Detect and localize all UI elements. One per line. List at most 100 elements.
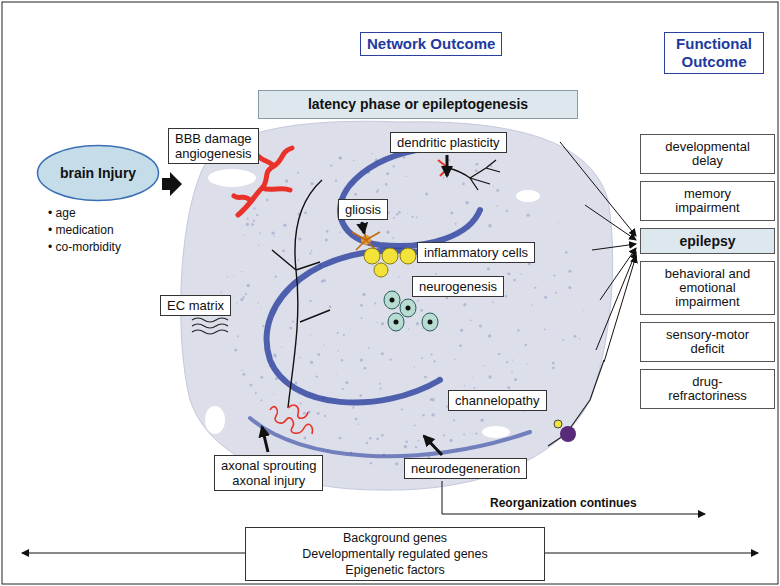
node-text: neurogenesis	[419, 279, 497, 294]
nissl-dot	[568, 270, 571, 273]
nissl-dot	[434, 360, 436, 362]
cortical-layer	[250, 418, 530, 456]
nissl-dot	[300, 403, 302, 405]
nissl-dot	[490, 165, 492, 167]
nissl-dot	[403, 156, 406, 159]
nissl-dot	[574, 335, 577, 338]
nissl-dot	[411, 216, 413, 218]
nissl-dot	[565, 251, 567, 253]
nissl-dot	[552, 362, 555, 365]
node-text: behavioral and emotional impairment	[655, 267, 761, 309]
nissl-dot	[398, 276, 400, 278]
nissl-dot	[298, 237, 301, 240]
nissl-dot	[488, 224, 491, 227]
ventricle	[208, 169, 256, 187]
nissl-dot	[336, 373, 337, 374]
nissl-dot	[311, 300, 312, 301]
process-label: neurodegeneration	[404, 458, 527, 479]
nissl-dot	[513, 279, 516, 282]
nissl-dot	[396, 213, 398, 215]
nissl-dot	[241, 271, 243, 273]
nissl-dot	[241, 370, 243, 372]
inflammatory-cells	[364, 248, 416, 277]
nissl-dot	[309, 252, 311, 254]
node-text: brain Injury	[60, 165, 136, 181]
nissl-dot	[568, 286, 571, 289]
nissl-dot	[316, 375, 318, 377]
nissl-dot	[414, 366, 415, 367]
nissl-dot	[247, 218, 249, 220]
nissl-dot	[335, 179, 337, 181]
nissl-dot	[405, 440, 408, 443]
nissl-texture	[220, 153, 584, 466]
nissl-dot	[304, 437, 307, 440]
nissl-dot	[579, 338, 581, 340]
nissl-dot	[431, 354, 433, 356]
process-label: axonal sproutingaxonal injury	[214, 455, 323, 491]
node-text: memory impairment	[655, 187, 761, 215]
nissl-dot	[425, 193, 428, 196]
nissl-dot	[358, 229, 359, 230]
nissl-dot	[463, 434, 465, 436]
factor-bullet: • age	[48, 206, 76, 220]
nissl-dot	[249, 384, 252, 387]
nissl-dot	[260, 376, 263, 379]
nissl-dot	[462, 183, 465, 186]
nissl-dot	[395, 462, 398, 465]
axon	[272, 180, 330, 408]
nissl-dot	[583, 310, 584, 311]
nissl-dot	[398, 211, 401, 214]
nissl-dot	[453, 419, 455, 421]
nissl-dot	[352, 407, 354, 409]
node-text: neurodegeneration	[411, 461, 520, 476]
nissl-dot	[309, 300, 311, 302]
nissl-dot	[329, 305, 332, 308]
nissl-dot	[401, 408, 403, 410]
nissl-dot	[337, 332, 339, 334]
nissl-dot	[311, 250, 313, 252]
nissl-dot	[340, 158, 342, 160]
nissl-dot	[432, 413, 435, 416]
nissl-dot	[281, 346, 282, 347]
process-label: channelopathy	[448, 390, 547, 411]
section-heading: Network Outcome	[360, 32, 502, 56]
nissl-dot	[251, 223, 254, 226]
nissl-dot	[460, 329, 463, 332]
nissl-dot	[544, 328, 546, 330]
node-text: gliosis	[345, 202, 381, 217]
nissl-dot	[405, 175, 407, 177]
extracellular-matrix	[192, 318, 228, 334]
nissl-dot	[253, 207, 255, 209]
ventricle	[516, 190, 540, 202]
nissl-dot	[464, 385, 465, 386]
nissl-dot	[369, 437, 372, 440]
nissl-dot	[310, 182, 313, 185]
nissl-dot	[283, 224, 286, 227]
nissl-dot	[339, 437, 342, 440]
nissl-dot	[506, 361, 508, 363]
nissl-dot	[531, 305, 532, 306]
nissl-dot	[544, 296, 547, 299]
nissl-dot	[381, 434, 383, 436]
node-text: sensory-motor deficit	[655, 328, 761, 356]
nissl-dot	[475, 169, 478, 172]
nissl-dot	[498, 353, 500, 355]
node-text: axonal injury	[221, 473, 316, 488]
nissl-dot	[376, 438, 379, 441]
nissl-dot	[354, 193, 357, 196]
nissl-dot	[507, 386, 510, 389]
nissl-dot	[379, 383, 381, 385]
nissl-dot	[371, 153, 372, 154]
dentate-gyrus	[267, 250, 440, 402]
nissl-dot	[326, 230, 329, 233]
dendrite	[448, 160, 500, 190]
factor-box: Background genesDevelopmentally regulate…	[245, 527, 545, 581]
nissl-dot	[408, 329, 410, 331]
nissl-dot	[323, 345, 324, 346]
nissl-dot	[256, 214, 258, 216]
node-text: Background genes	[250, 530, 540, 546]
ventricle	[482, 426, 510, 438]
nissl-dot	[415, 446, 417, 448]
nissl-dot	[377, 322, 378, 323]
nissl-dot	[340, 232, 341, 233]
